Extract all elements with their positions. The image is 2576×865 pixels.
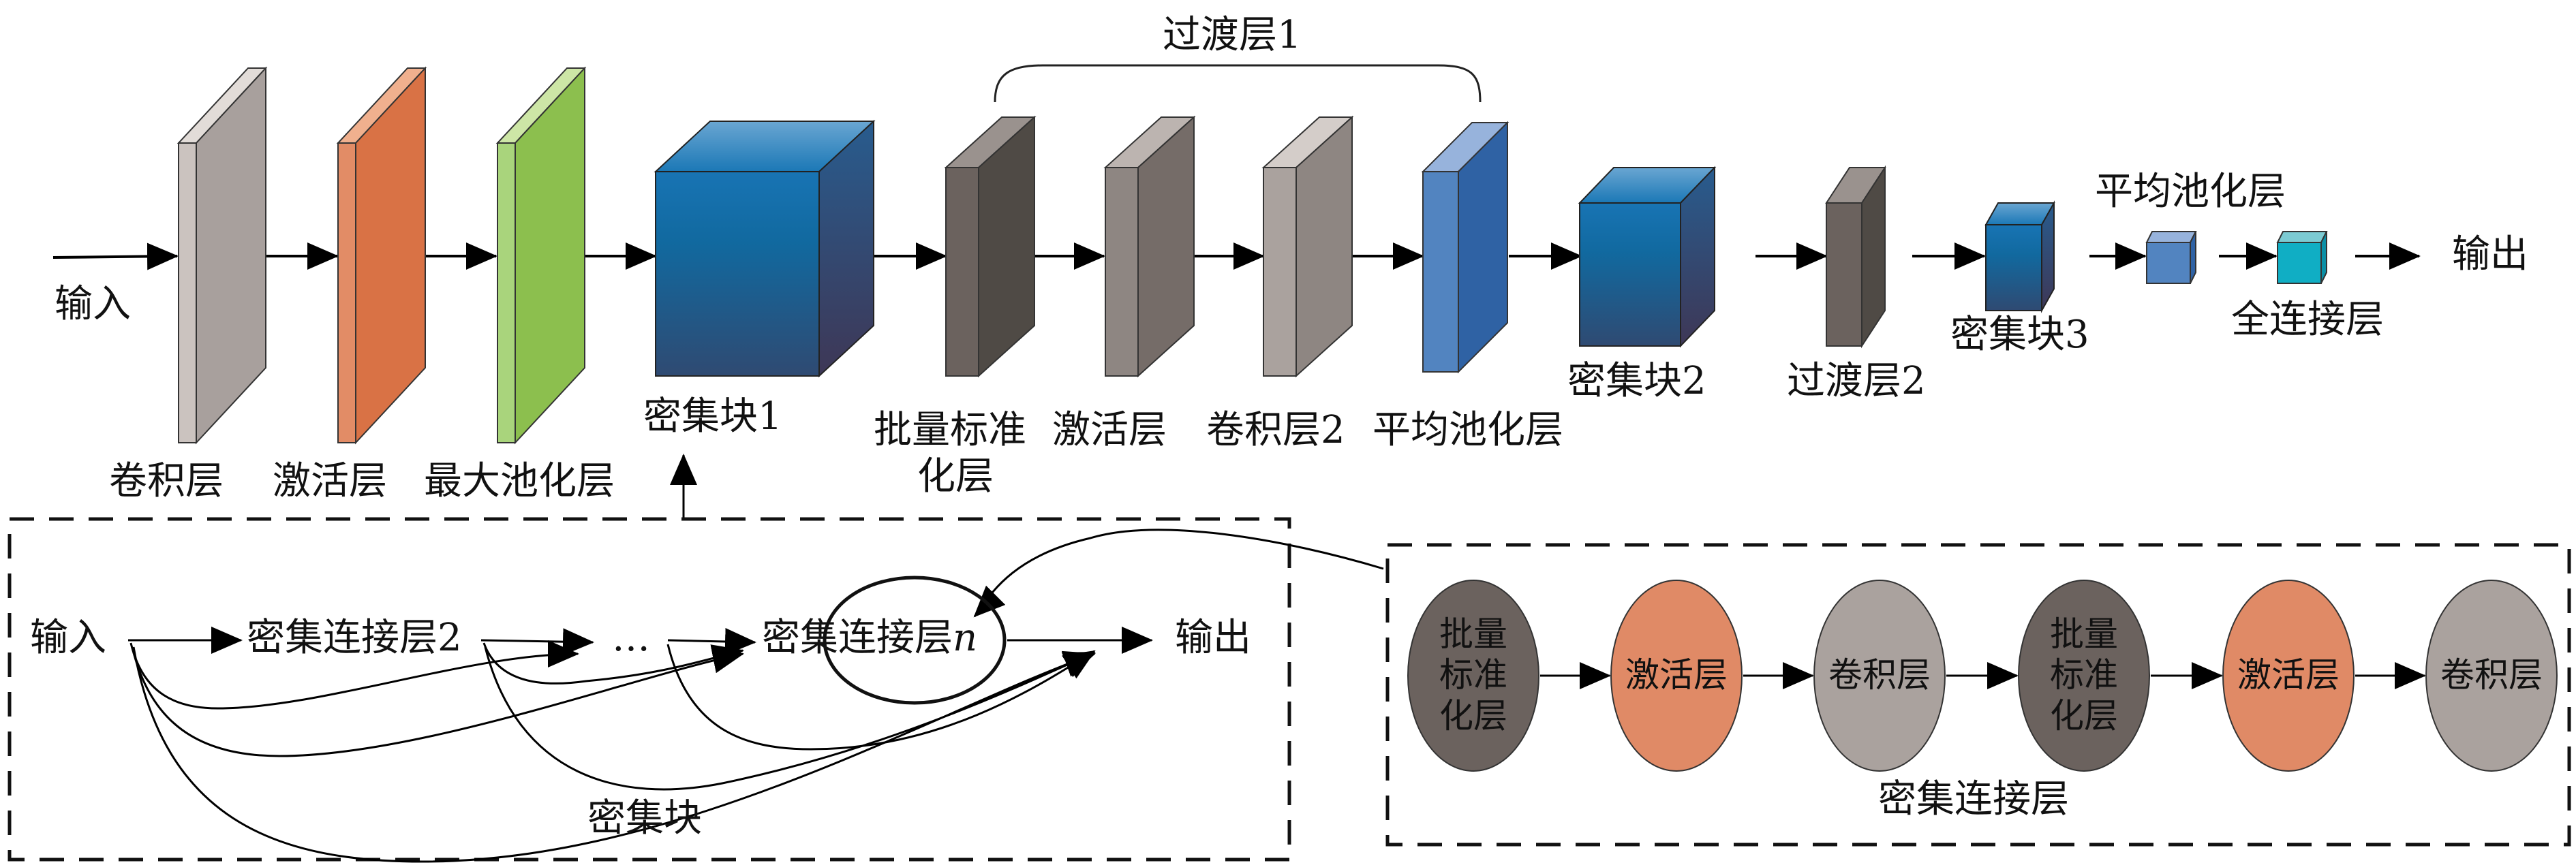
skip-dots-output <box>666 644 1096 751</box>
detail-layern-suffix: n <box>953 616 977 660</box>
bn-label-line2: 化层 <box>917 454 994 499</box>
dense-block-2-label: 密集块2 <box>1567 359 1706 403</box>
fc-label: 全连接层 <box>2231 298 2384 342</box>
skip-input-layern <box>131 646 744 757</box>
dense-layer-node-3-label: 卷积层 <box>1828 655 1931 695</box>
dense-layer-node-4-label: 化层 <box>2050 696 2118 736</box>
dense-layer-title: 密集连接层 <box>1878 777 2069 821</box>
dense-layer-node-5 <box>2222 580 2355 772</box>
avgpool-label: 平均池化层 <box>1373 408 1563 452</box>
conv-layer-block <box>177 66 268 445</box>
dense-layer-node-1 <box>1407 580 1539 772</box>
dense-layer-node-2 <box>1610 580 1743 772</box>
main-flow-arrows <box>52 242 2421 270</box>
maxpool-layer-block <box>495 66 587 445</box>
output-label: 输出 <box>2452 232 2528 277</box>
dense-block-1-label: 密集块1 <box>643 394 782 439</box>
skip-layer2-output <box>484 646 1096 791</box>
conv2-label: 卷积层2 <box>1206 408 1345 452</box>
arrow-layer2-dots <box>480 628 594 656</box>
dense-layer-node-4-label: 批量 <box>2050 614 2118 654</box>
detail-ellipsis: … <box>612 616 650 660</box>
fc-layer-block <box>2276 231 2328 284</box>
dense-layer-node-6-label: 卷积层 <box>2440 655 2543 695</box>
detail-output-label: 输出 <box>1175 616 1251 660</box>
dense-layer-node-2-label: 激活层 <box>1625 655 1728 695</box>
skip-input-dots <box>129 640 579 710</box>
transition2-layer-block <box>1825 165 1886 349</box>
dense-block-3-cube <box>1984 200 2055 313</box>
dense-block-title: 密集块 <box>587 796 702 840</box>
detail-layern-label: 密集连接层n <box>762 616 977 660</box>
dense-block-2-cube <box>1578 166 1717 348</box>
dense-layer-n-ellipse[interactable] <box>823 576 1007 705</box>
arrow-dots-layern <box>667 627 756 655</box>
activation-layer-block <box>336 66 427 445</box>
activation-label: 激活层 <box>273 459 387 503</box>
input-label: 输入 <box>55 282 131 326</box>
dense-block-1-cube <box>654 119 876 378</box>
dense-layer-node-5-label: 激活层 <box>2237 655 2340 695</box>
dense-layer-node-3 <box>1813 580 1946 772</box>
maxpool-label: 最大池化层 <box>424 459 615 503</box>
transition1-label: 过渡层1 <box>1163 13 1302 57</box>
conv2-layer-block <box>1261 115 1354 378</box>
bn-layer-block <box>944 115 1037 378</box>
detail-layern-text: 密集连接层 <box>762 616 953 660</box>
detail-layer2-label: 密集连接层2 <box>247 616 462 660</box>
bn-label-line1: 批量标准 <box>874 408 1026 452</box>
avgpool2-label: 平均池化层 <box>2095 170 2286 214</box>
conv-label: 卷积层 <box>109 459 224 503</box>
dense-layer-nodes: 批量标准化层激活层卷积层批量标准化层激活层卷积层 <box>1407 580 2558 772</box>
dense-layer-node-1-label: 批量 <box>1439 614 1507 654</box>
transition2-label: 过渡层2 <box>1787 359 1926 403</box>
detail-input-label: 输入 <box>30 616 106 660</box>
arrow-dense-layer-detail-to-layern <box>973 529 1384 618</box>
dense-layer-node-1-label: 标准 <box>1439 655 1507 695</box>
dense-layer-node-1-label: 化层 <box>1439 696 1507 736</box>
dense-layer-node-6 <box>2425 580 2558 772</box>
avgpool2-layer-block <box>2145 231 2197 284</box>
avgpool-layer-block <box>1421 121 1509 374</box>
arrow-input-conv <box>52 242 179 270</box>
dense-layer-node-4-label: 标准 <box>2050 655 2118 695</box>
dense-block-detail-connections <box>128 529 1384 863</box>
dense-layer-detail-box <box>1385 543 2571 847</box>
dense-block-3-label: 密集块3 <box>1950 313 2089 357</box>
activation2-label: 激活层 <box>1052 408 1167 452</box>
dense-block-detail-box <box>7 517 1291 862</box>
activation2-layer-block <box>1103 115 1196 378</box>
skip-layer2-layern <box>482 642 744 685</box>
transition1-bracket <box>994 64 1482 103</box>
dense-layer-node-4 <box>2018 580 2150 772</box>
